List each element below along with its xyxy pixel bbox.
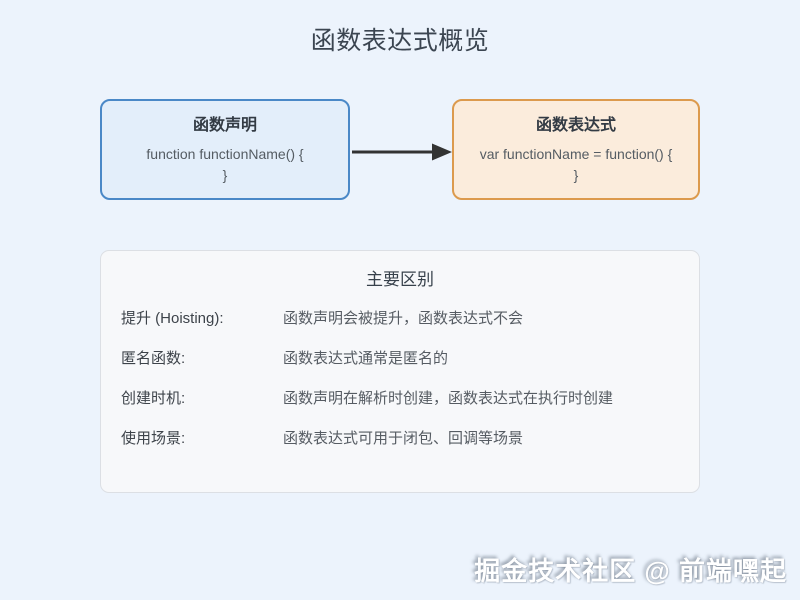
node-function-expression-code-line2: }	[573, 167, 579, 183]
difference-value: 函数声明会被提升，函数表达式不会	[283, 310, 524, 327]
node-function-declaration-title: 函数声明	[192, 117, 257, 134]
difference-label: 使用场景:	[121, 430, 186, 447]
difference-label: 匿名函数:	[121, 350, 186, 367]
differences-panel-title: 主要区别	[366, 270, 434, 289]
difference-label: 提升 (Hoisting):	[121, 310, 224, 327]
differences-panel: 主要区别 提升 (Hoisting): 函数声明会被提升，函数表达式不会 匿名函…	[100, 250, 700, 493]
difference-label: 创建时机:	[121, 390, 186, 407]
node-function-declaration: 函数声明 function functionName() { }	[100, 99, 350, 200]
node-function-expression-code-line1: var functionName = function() {	[479, 146, 673, 162]
difference-row-hoisting: 提升 (Hoisting): 函数声明会被提升，函数表达式不会	[101, 307, 699, 347]
difference-value: 函数表达式可用于闭包、回调等场景	[283, 430, 524, 447]
difference-row-creation-time: 创建时机: 函数声明在解析时创建，函数表达式在执行时创建	[101, 387, 699, 427]
node-function-declaration-code-line2: }	[222, 167, 228, 183]
node-function-expression: 函数表达式 var functionName = function() { }	[452, 99, 700, 200]
watermark: 掘金技术社区 @ 前端嘿起	[474, 556, 787, 586]
difference-row-anonymous: 匿名函数: 函数表达式通常是匿名的	[101, 347, 699, 387]
arrow-icon	[352, 143, 452, 161]
node-function-declaration-code-line1: function functionName() {	[146, 146, 304, 162]
difference-value: 函数声明在解析时创建，函数表达式在执行时创建	[283, 390, 614, 407]
differences-rows: 提升 (Hoisting): 函数声明会被提升，函数表达式不会 匿名函数: 函数…	[101, 307, 699, 467]
difference-value: 函数表达式通常是匿名的	[283, 350, 449, 367]
page-title: 函数表达式概览	[310, 27, 490, 55]
node-function-expression-title: 函数表达式	[535, 117, 616, 134]
difference-row-use-cases: 使用场景: 函数表达式可用于闭包、回调等场景	[101, 427, 699, 467]
arrow-declaration-to-expression	[350, 137, 454, 167]
